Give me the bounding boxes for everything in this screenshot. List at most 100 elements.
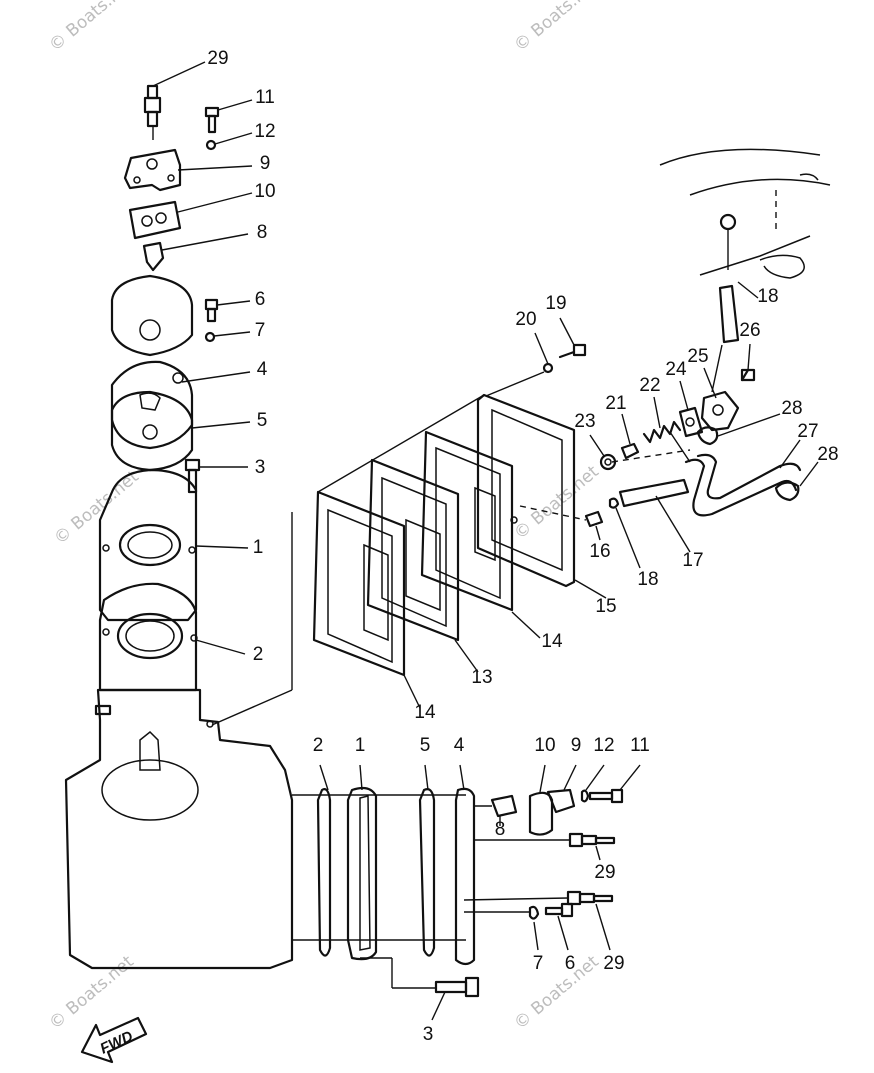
callout-c-28-b: 28 bbox=[817, 444, 838, 465]
pipe-line-17 bbox=[669, 431, 691, 463]
callout-c-29-bot: 29 bbox=[603, 953, 624, 974]
callout-c-10-top: 10 bbox=[254, 181, 275, 202]
head-gasket-top bbox=[128, 192, 253, 240]
callout-c-25: 25 bbox=[687, 346, 708, 367]
cylinder-block-upper bbox=[98, 468, 249, 622]
callout-c-22: 22 bbox=[639, 375, 660, 396]
upper-hood-outline bbox=[659, 148, 831, 279]
callout-c-14-a: 14 bbox=[541, 631, 563, 652]
callout-c-15: 15 bbox=[595, 596, 616, 617]
exhaust-cover-gasket-b bbox=[312, 490, 421, 709]
callout-c-10-bot: 10 bbox=[534, 735, 555, 756]
watermark-bottom-left: © Boats.net bbox=[45, 952, 138, 1034]
washer-20 bbox=[485, 332, 554, 397]
callout-c-7-top: 7 bbox=[255, 320, 266, 341]
callout-c-6-bot: 6 bbox=[565, 953, 576, 974]
bolt-bottom-3 bbox=[360, 957, 480, 1021]
callout-c-4-top: 4 bbox=[257, 359, 268, 380]
callout-c-3-bot: 3 bbox=[423, 1024, 434, 1045]
clamp-28-upper bbox=[696, 413, 781, 446]
cover-stack-top-line bbox=[317, 394, 485, 493]
callout-c-21: 21 bbox=[605, 393, 626, 414]
callout-c-29-mid: 29 bbox=[594, 862, 615, 883]
pipe-17 bbox=[618, 478, 691, 553]
cylinder-head-cover bbox=[123, 148, 253, 192]
clamp-28-lower bbox=[774, 461, 819, 502]
watermark-bottom-right: © Boats.net bbox=[510, 952, 603, 1034]
head-gasket-bottom-10 bbox=[528, 764, 554, 836]
callout-c-7-bot: 7 bbox=[533, 953, 544, 974]
head-cover-bottom-9 bbox=[546, 764, 577, 814]
hose-27 bbox=[684, 439, 802, 517]
callout-c-8-top: 8 bbox=[257, 222, 268, 243]
cylinder-block-lower bbox=[98, 582, 246, 692]
bolt-bottom-11 bbox=[588, 764, 641, 804]
callout-c-27: 27 bbox=[797, 421, 818, 442]
callout-c-18-mid: 18 bbox=[637, 569, 658, 590]
inner-gasket bbox=[110, 390, 251, 472]
side-view-block bbox=[292, 764, 476, 966]
water-jacket-cover bbox=[110, 274, 251, 357]
spring-22 bbox=[642, 396, 682, 444]
gasket-to-block-leader-2 bbox=[211, 689, 293, 726]
fwd-arrow-icon: FWD bbox=[80, 1016, 148, 1064]
callout-c-9-bot: 9 bbox=[571, 735, 582, 756]
callout-c-17: 17 bbox=[682, 550, 703, 571]
callout-c-3-top: 3 bbox=[255, 457, 266, 478]
fitting-axis-dashed bbox=[519, 449, 691, 521]
seal-18-mid bbox=[608, 497, 641, 569]
callout-c-12-top: 12 bbox=[254, 121, 275, 142]
callout-c-1-top: 1 bbox=[253, 537, 264, 558]
watermarks: © Boats.net © Boats.net © Boats.net © Bo… bbox=[45, 0, 603, 1034]
callout-numbers: 2911129108674531219202625242221231828272… bbox=[207, 48, 838, 1045]
spark-plug-mid-29 bbox=[474, 832, 616, 861]
watermark-top-left: © Boats.net bbox=[45, 0, 138, 56]
callout-c-5-bot: 5 bbox=[420, 735, 431, 756]
callout-c-20: 20 bbox=[515, 309, 536, 330]
thermostat-housing-25 bbox=[700, 367, 740, 432]
callout-c-28-a: 28 bbox=[781, 398, 802, 419]
bolt-26 bbox=[740, 343, 756, 382]
callout-c-8-bot: 8 bbox=[495, 819, 506, 840]
callout-c-13: 13 bbox=[471, 667, 492, 688]
callout-c-12-bot: 12 bbox=[593, 735, 614, 756]
hose-top-18 bbox=[711, 281, 759, 393]
thermostat-bottom-8 bbox=[474, 794, 518, 826]
spark-plug-bottom-29 bbox=[463, 890, 614, 951]
callout-c-2-bot: 2 bbox=[313, 735, 324, 756]
callout-c-14-b: 14 bbox=[414, 702, 436, 723]
callout-c-18-top: 18 bbox=[757, 286, 778, 307]
callout-c-5-top: 5 bbox=[257, 410, 268, 431]
exhaust-outer-cover bbox=[476, 393, 607, 599]
valve-21 bbox=[620, 413, 640, 460]
spark-plug-top bbox=[143, 61, 206, 140]
watermark-left: © Boats.net bbox=[50, 467, 143, 549]
bolt-top bbox=[204, 99, 253, 134]
crankcase-body bbox=[64, 688, 294, 970]
plug-16 bbox=[584, 510, 604, 541]
washer-top bbox=[205, 132, 253, 151]
bolt-19 bbox=[558, 317, 587, 359]
callout-c-4-bot: 4 bbox=[454, 735, 465, 756]
thermostat-top bbox=[142, 233, 249, 272]
callout-c-19: 19 bbox=[545, 293, 566, 314]
callout-c-2-top: 2 bbox=[253, 644, 264, 665]
callout-c-9-top: 9 bbox=[260, 153, 271, 174]
callout-c-26: 26 bbox=[739, 320, 760, 341]
callout-c-11-bot: 11 bbox=[630, 735, 650, 756]
exhaust-inner-cover bbox=[366, 458, 479, 673]
callout-c-23: 23 bbox=[574, 411, 595, 432]
bolt-bottom-6 bbox=[544, 902, 574, 951]
thermostat-assembly-23 bbox=[589, 434, 617, 471]
callout-c-24: 24 bbox=[665, 359, 687, 380]
callout-c-1-bot: 1 bbox=[355, 735, 366, 756]
washer-bottom-7 bbox=[464, 905, 540, 951]
washer-bottom-12 bbox=[580, 764, 605, 803]
callout-c-11-top: 11 bbox=[255, 87, 275, 108]
callout-c-16: 16 bbox=[589, 541, 610, 562]
gasket-24 bbox=[678, 380, 704, 438]
fwd-label: FWD bbox=[98, 1028, 136, 1058]
watermark-top-right: © Boats.net bbox=[510, 0, 603, 56]
watermark-center: © Boats.net bbox=[510, 462, 603, 544]
